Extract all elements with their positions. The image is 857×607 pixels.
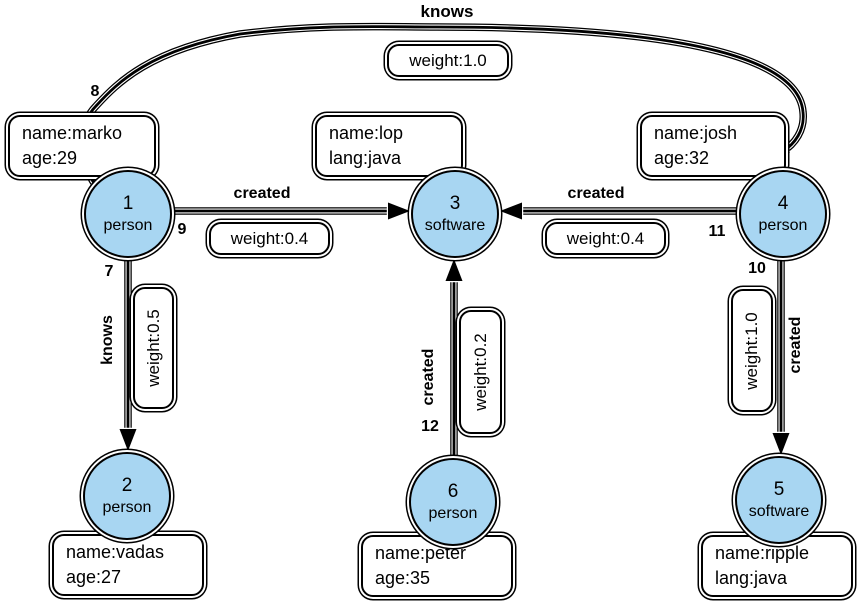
arrowhead xyxy=(498,201,524,221)
vertex-id: 6 xyxy=(447,481,459,503)
property-box-ripple: name:ripple lang:java xyxy=(701,535,853,597)
edge-id-8: 8 xyxy=(90,83,100,100)
vertex-type: software xyxy=(424,216,486,234)
property-line: name:vadas xyxy=(66,542,165,562)
vertex-type: person xyxy=(758,216,808,234)
arrowhead xyxy=(118,427,138,453)
vertex-4-josh: 4 person xyxy=(739,170,827,258)
arrowhead xyxy=(386,201,412,221)
edge-id-7: 7 xyxy=(104,263,114,280)
property-line: lang:java xyxy=(329,148,402,168)
edge-id-10: 10 xyxy=(748,260,766,277)
property-line: age:29 xyxy=(22,148,78,168)
edge-created-4-3 xyxy=(498,201,739,221)
property-line: lang:java xyxy=(715,568,788,588)
edge-id-9: 9 xyxy=(177,221,187,238)
vertex-id: 4 xyxy=(777,193,789,215)
weight-box-knows-1-2: weight:0.5 xyxy=(133,287,174,409)
vertex-6-peter: 6 person xyxy=(409,458,497,546)
vertex-5-ripple: 5 software xyxy=(735,456,823,544)
property-box-lop: name:lop lang:java xyxy=(315,115,463,177)
vertex-type: person xyxy=(428,504,478,522)
property-line: name:lop xyxy=(329,123,404,143)
vertex-id: 3 xyxy=(449,193,461,215)
vertex-type: software xyxy=(748,502,810,520)
property-line: age:32 xyxy=(654,148,710,168)
edge-id-11: 11 xyxy=(708,223,726,240)
edge-label-knows-vertical: knows xyxy=(99,315,116,365)
weight-label: weight:1.0 xyxy=(409,50,487,70)
weight-box-created-4-3: weight:0.4 xyxy=(545,222,666,255)
edge-created-4-5 xyxy=(771,257,791,457)
edge-knows-1-2 xyxy=(118,257,138,453)
property-line: age:27 xyxy=(66,567,122,587)
edge-label-created-right: created xyxy=(567,185,625,202)
property-line: name:marko xyxy=(22,123,123,143)
property-line: name:peter xyxy=(375,543,467,563)
weight-label: weight:1.0 xyxy=(742,311,761,390)
property-box-peter: name:peter age:35 xyxy=(361,535,513,597)
edge-created-6-3 xyxy=(444,257,464,457)
property-box-marko: name:marko age:29 xyxy=(8,115,156,177)
weight-label: weight:0.4 xyxy=(566,228,645,248)
arrowhead xyxy=(444,257,464,283)
weight-box-created-1-3: weight:0.4 xyxy=(209,222,330,255)
vertex-id: 5 xyxy=(773,479,785,501)
vertex-type: person xyxy=(102,498,152,516)
weight-label: weight:0.5 xyxy=(143,309,163,387)
arrowhead xyxy=(771,431,791,457)
vertex-type: person xyxy=(103,216,153,234)
property-box-josh: name:josh age:32 xyxy=(640,115,786,177)
vertex-3-lop: 3 software xyxy=(411,170,499,258)
vertex-2-vadas: 2 person xyxy=(83,452,171,540)
edge-created-1-3 xyxy=(171,201,412,221)
edge-label-created-far-right: created xyxy=(787,316,804,374)
property-line: name:ripple xyxy=(715,543,810,563)
vertex-id: 2 xyxy=(121,475,133,497)
vertex-1-marko: 1 person xyxy=(84,170,172,258)
edge-id-12: 12 xyxy=(421,418,439,435)
edge-label-knows-top: knows xyxy=(420,2,474,21)
property-line: age:35 xyxy=(375,568,431,588)
weight-label: weight:0.4 xyxy=(230,228,309,248)
property-line: name:josh xyxy=(654,123,738,143)
edge-label-created-middle: created xyxy=(420,348,437,406)
edge-label-created-left: created xyxy=(233,185,291,202)
property-box-vadas: name:vadas age:27 xyxy=(52,534,204,596)
weight-box-created-4-5: weight:1.0 xyxy=(731,289,773,412)
weight-box-created-6-3: weight:0.2 xyxy=(459,310,502,434)
vertex-id: 1 xyxy=(122,193,134,215)
weight-label: weight:0.2 xyxy=(470,333,490,411)
weight-box-knows-1-4: weight:1.0 xyxy=(387,44,509,77)
